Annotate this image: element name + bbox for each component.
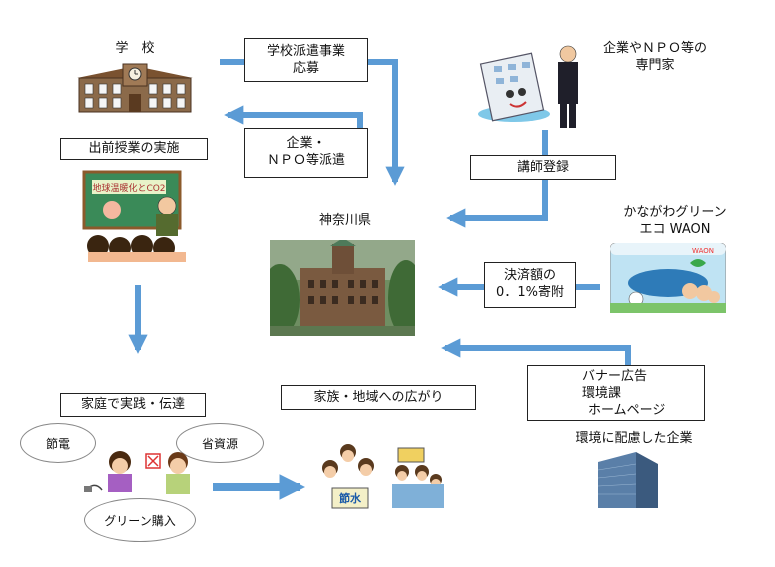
water-saving-sign-text: 節水 bbox=[339, 491, 362, 505]
banner-line2: 環境課 bbox=[582, 386, 622, 401]
power-saving-bubble: 節電 bbox=[20, 423, 96, 463]
whiteboard-text: 地球温暖化とCO2 bbox=[92, 182, 165, 194]
donation-box: 決済額の 0．1%寄附 bbox=[484, 262, 576, 308]
expert-illustration bbox=[478, 45, 578, 128]
waon-label-line2: エコ WAON bbox=[639, 222, 711, 237]
waon-label: かながわグリーン エコ WAON bbox=[600, 204, 750, 238]
classroom-illustration: 地球温暖化とCO2 bbox=[82, 170, 186, 262]
expert-label: 企業やＮＰＯ等の 専門家 bbox=[594, 40, 716, 74]
waon-card-brand: WAON bbox=[692, 247, 714, 255]
green-purchasing-bubble: グリーン購入 bbox=[84, 498, 196, 542]
banner-ad-box: バナー広告 環境課 ホームページ bbox=[527, 365, 705, 421]
waon-card-image: WAON bbox=[610, 243, 726, 313]
banner-line1: バナー広告 bbox=[582, 369, 648, 384]
kanagawa-prefectural-office-photo bbox=[270, 240, 415, 336]
school-label: 学 校 bbox=[115, 41, 155, 56]
family-community-box: 家族・地域への広がり bbox=[281, 385, 476, 410]
eco-company-building-photo bbox=[597, 452, 658, 508]
lecturer-registration-box: 講師登録 bbox=[470, 155, 616, 180]
home-practice-box: 家庭で実践・伝達 bbox=[60, 393, 206, 417]
outreach-class-box: 出前授業の実施 bbox=[60, 138, 208, 160]
family-eco-illustration bbox=[84, 451, 190, 494]
company-dispatch-line2: ＮＰＯ等派遣 bbox=[266, 153, 345, 168]
kanagawa-label: 神奈川県 bbox=[318, 213, 371, 228]
apply-dispatch-line2: 応募 bbox=[292, 61, 319, 76]
community-illustration: 節水 bbox=[322, 444, 444, 509]
expert-label-line1: 企業やＮＰＯ等の bbox=[602, 41, 707, 56]
donation-line1: 決済額の bbox=[503, 268, 556, 283]
apply-dispatch-line1: 学校派遣事業 bbox=[266, 44, 345, 59]
waon-label-line1: かながわグリーン bbox=[623, 205, 727, 220]
company-dispatch-line1: 企業・ bbox=[286, 136, 326, 151]
apply-dispatch-box: 学校派遣事業 応募 bbox=[244, 38, 368, 82]
eco-company-label: 環境に配慮した企業 bbox=[575, 431, 693, 446]
resource-saving-bubble: 省資源 bbox=[176, 423, 264, 463]
company-npo-dispatch-box: 企業・ ＮＰＯ等派遣 bbox=[244, 128, 368, 178]
banner-line3: ホームページ bbox=[588, 403, 666, 418]
donation-line2: 0．1%寄附 bbox=[496, 285, 564, 300]
expert-label-line2: 専門家 bbox=[635, 58, 675, 73]
school-building-icon bbox=[77, 63, 193, 113]
